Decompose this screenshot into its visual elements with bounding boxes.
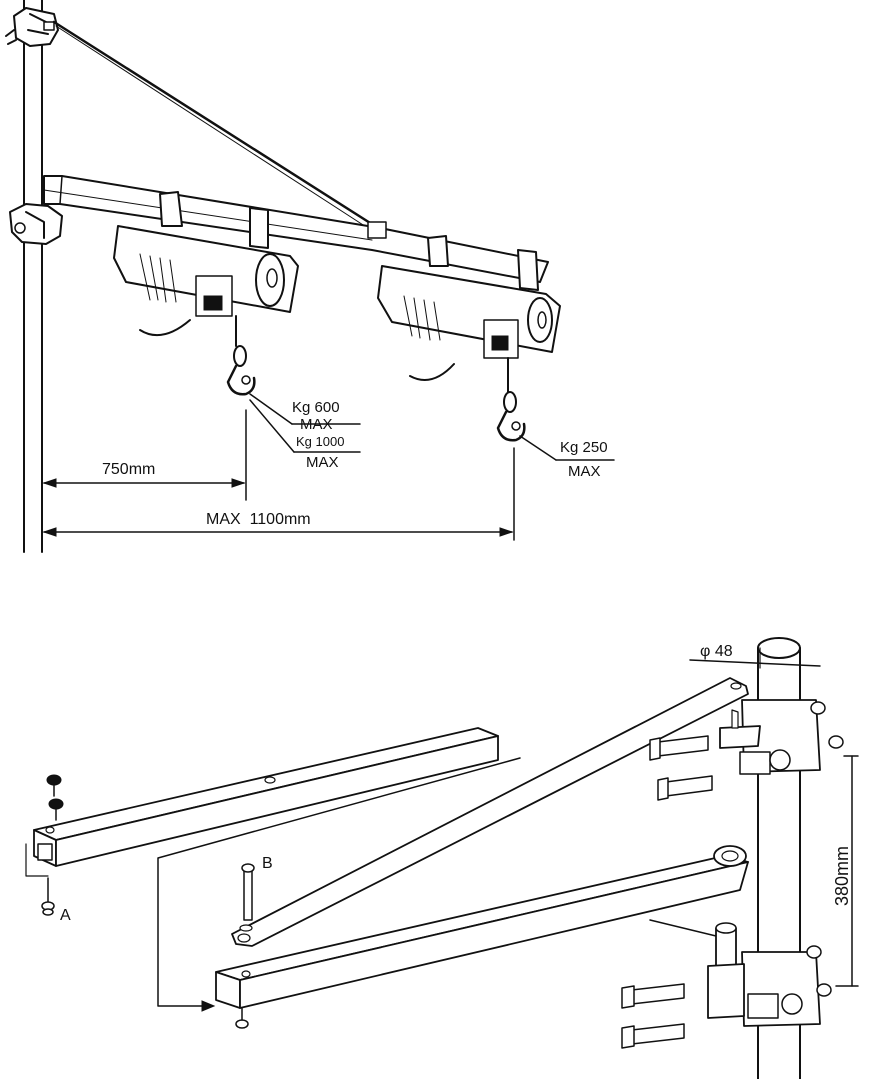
load-near-line2: MAX bbox=[300, 416, 333, 433]
lower-clamp bbox=[9, 203, 63, 245]
bolt-a bbox=[41, 877, 55, 916]
load-near-line4: MAX bbox=[306, 454, 339, 471]
diameter-dimension bbox=[689, 647, 821, 669]
mast-pole bbox=[23, 0, 43, 553]
label-clamp-spacing: 380mm bbox=[832, 846, 852, 906]
label-tube-diameter: φ 48 bbox=[700, 643, 733, 660]
top-figure: Kg 600 MAX Kg 1000 MAX Kg 250 MAX 750mm … bbox=[5, 0, 615, 553]
hook-far bbox=[496, 391, 526, 442]
load-far-line2: MAX bbox=[568, 463, 601, 480]
tie-rod bbox=[52, 20, 380, 230]
clamp-bolts bbox=[621, 735, 713, 1049]
end-caps bbox=[46, 774, 64, 821]
boom-part-loose bbox=[25, 727, 499, 877]
hook-near bbox=[226, 345, 256, 396]
dimension-short-label: 750mm bbox=[102, 461, 155, 478]
boom-part-assembled bbox=[215, 845, 749, 1029]
load-far-line1: Kg 250 bbox=[560, 439, 608, 456]
load-near-line1: Kg 600 bbox=[292, 399, 340, 416]
load-leaders bbox=[249, 393, 615, 461]
dimension-long-label: MAX 1100mm bbox=[206, 511, 311, 528]
assembly-arrow bbox=[157, 757, 521, 1012]
hoist-far bbox=[377, 235, 561, 393]
upper-clamp bbox=[5, 7, 59, 47]
diagonal-brace bbox=[231, 677, 749, 947]
assembly-figure: A B bbox=[25, 637, 859, 1079]
spacing-dimension bbox=[835, 755, 859, 987]
bolt-b bbox=[239, 863, 255, 932]
label-part-b: B bbox=[262, 855, 273, 872]
hoist-near bbox=[113, 191, 299, 347]
tube-clamp-upper bbox=[719, 699, 844, 775]
pivot-pin bbox=[649, 919, 737, 967]
dimension-lines bbox=[42, 409, 515, 541]
tube-clamp-lower bbox=[707, 945, 832, 1027]
label-part-a: A bbox=[60, 907, 71, 924]
load-near-line3: Kg 1000 bbox=[296, 434, 344, 449]
